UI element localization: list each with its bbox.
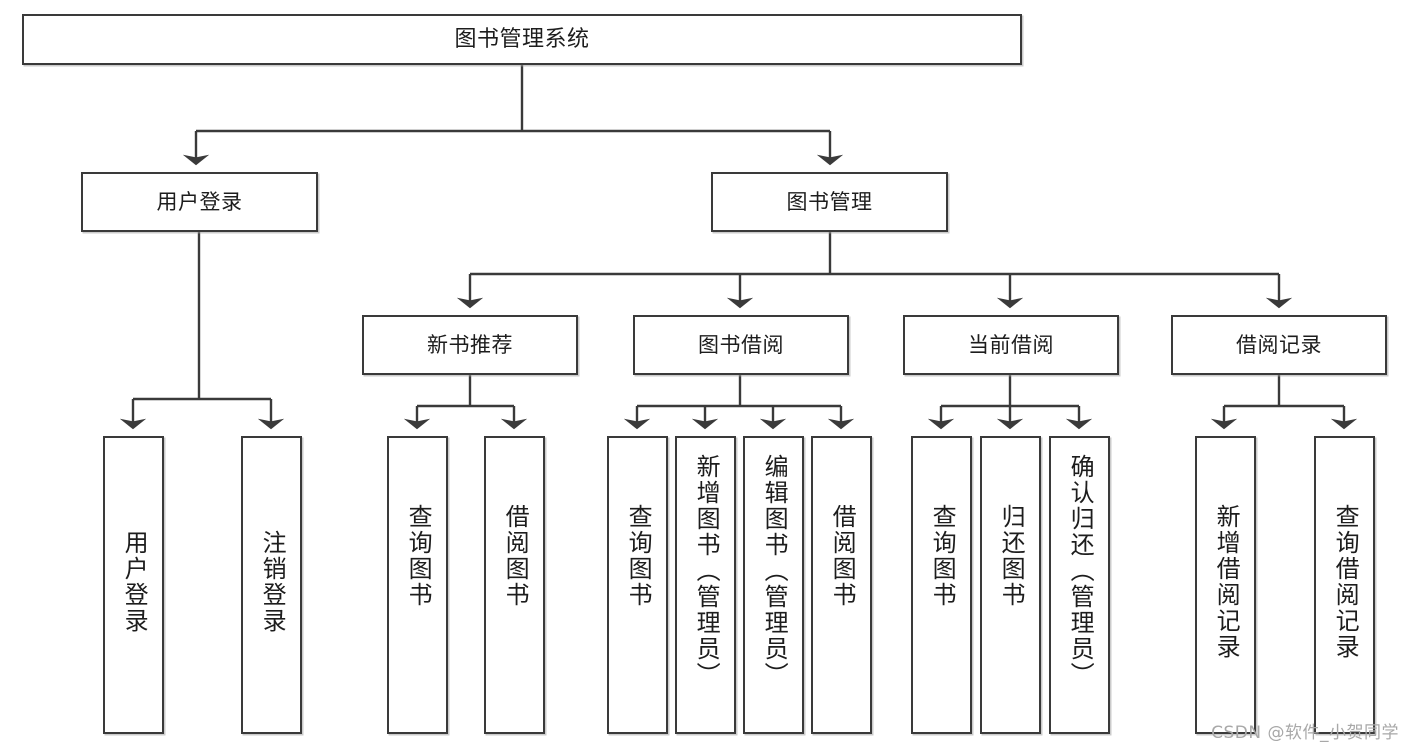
node-label: 查询图书 xyxy=(624,504,653,608)
node-label: 借阅图书 xyxy=(501,504,530,608)
node-label: 图书管理 xyxy=(786,189,873,214)
leaf-borrow-edit-book-admin[interactable]: 编辑图书（管理员） xyxy=(743,436,804,734)
node-label: 新书推荐 xyxy=(427,332,513,357)
leaf-current-query-book[interactable]: 查询图书 xyxy=(911,436,972,734)
leaf-borrow-query-book[interactable]: 查询图书 xyxy=(607,436,668,734)
node-label: 借阅图书 xyxy=(828,504,857,608)
watermark-text: CSDN @软件_小贺同学 xyxy=(1211,723,1399,743)
node-new-book-recommend[interactable]: 新书推荐 xyxy=(362,315,578,375)
node-label: 用户登录 xyxy=(120,530,149,634)
leaf-current-confirm-return-admin[interactable]: 确认归还（管理员） xyxy=(1049,436,1110,734)
node-label: 图书管理系统 xyxy=(454,26,590,52)
node-label: 查询借阅记录 xyxy=(1331,504,1360,660)
leaf-current-return-book[interactable]: 归还图书 xyxy=(980,436,1041,734)
leaf-borrow-add-book-admin[interactable]: 新增图书（管理员） xyxy=(675,436,736,734)
leaf-record-add-record[interactable]: 新增借阅记录 xyxy=(1195,436,1256,734)
node-label: 图书借阅 xyxy=(698,332,784,357)
node-borrow-record[interactable]: 借阅记录 xyxy=(1171,315,1387,375)
node-label: 查询图书 xyxy=(404,504,433,608)
node-root-system[interactable]: 图书管理系统 xyxy=(22,14,1022,65)
node-label: 归还图书 xyxy=(997,504,1026,608)
leaf-recommend-borrow-book[interactable]: 借阅图书 xyxy=(484,436,545,734)
leaf-user-login-logout[interactable]: 注销登录 xyxy=(241,436,302,734)
node-label: 用户登录 xyxy=(156,189,243,214)
leaf-borrow-borrow-book[interactable]: 借阅图书 xyxy=(811,436,872,734)
node-label: 新增借阅记录 xyxy=(1212,504,1241,660)
node-current-borrow[interactable]: 当前借阅 xyxy=(903,315,1119,375)
node-book-borrow[interactable]: 图书借阅 xyxy=(633,315,849,375)
leaf-user-login-login[interactable]: 用户登录 xyxy=(103,436,164,734)
node-book-management[interactable]: 图书管理 xyxy=(711,172,948,232)
node-user-login[interactable]: 用户登录 xyxy=(81,172,318,232)
node-label: 确认归还（管理员） xyxy=(1066,454,1095,688)
node-label: 查询图书 xyxy=(928,504,957,608)
node-label: 编辑图书（管理员） xyxy=(760,454,789,688)
node-label: 注销登录 xyxy=(258,530,287,634)
leaf-record-query-record[interactable]: 查询借阅记录 xyxy=(1314,436,1375,734)
node-label: 新增图书（管理员） xyxy=(692,454,721,688)
node-label: 当前借阅 xyxy=(968,332,1054,357)
node-label: 借阅记录 xyxy=(1236,332,1322,357)
leaf-recommend-query-book[interactable]: 查询图书 xyxy=(387,436,448,734)
